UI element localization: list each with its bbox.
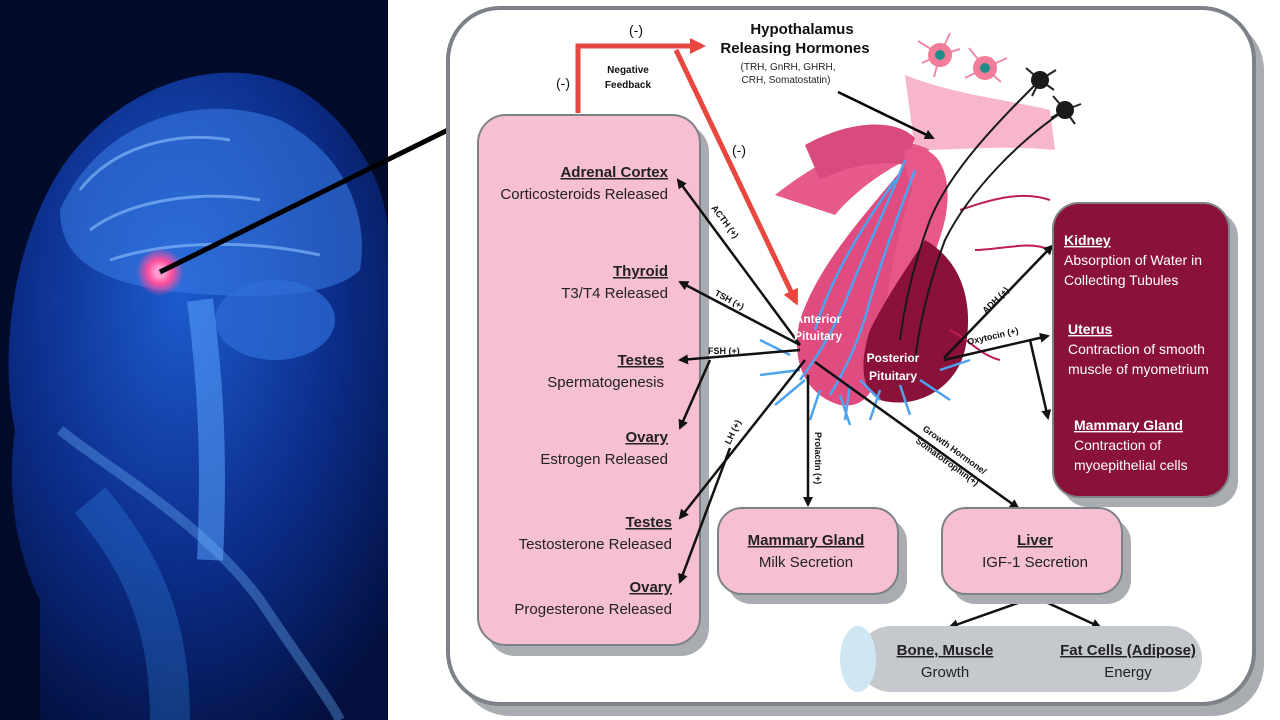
anterior-label-2: Pituitary	[794, 329, 842, 343]
fsh-arrow-ovary	[678, 359, 712, 430]
fat-desc: Energy	[1104, 664, 1152, 681]
target-title-ovary-2: Ovary	[629, 579, 672, 596]
lh-arrow-ovary	[678, 447, 732, 584]
feedback-minus-right: (-)	[732, 142, 746, 158]
growth-cylinder: Bone, Muscle Growth Fat Cells (Adipose) …	[840, 626, 1202, 692]
target-desc-ovary-2: Progesterone Released	[514, 601, 672, 618]
liver-box: Liver IGF-1 Secretion	[941, 507, 1131, 604]
target-desc-testes-2: Testosterone Released	[519, 536, 672, 553]
fsh-label: FSH (+)	[708, 346, 740, 356]
hypothalamus-label: Hypothalamus Releasing Hormones (TRH, Gn…	[720, 21, 869, 86]
posterior-label-2: Pituitary	[869, 369, 917, 383]
target-title-testes-2: Testes	[626, 514, 672, 531]
head-illustration	[0, 0, 454, 720]
cylinder-cap	[840, 626, 876, 692]
adh-arrow	[943, 244, 1054, 359]
target-desc-testes-1: Spermatogenesis	[547, 374, 664, 391]
pituitary-labels: Anterior Pituitary Posterior Pituitary	[794, 312, 920, 383]
mammary-box: Mammary Gland Milk Secretion	[717, 507, 907, 604]
target-title-thyroid: Thyroid	[613, 263, 668, 280]
anterior-pituitary-shape	[796, 165, 912, 406]
mammary-oxytocin-desc-1: Contraction of	[1074, 437, 1161, 453]
bone-desc: Growth	[921, 664, 969, 681]
fat-title: Fat Cells (Adipose)	[1060, 642, 1196, 659]
mammary-oxytocin-desc-2: myoepithelial cells	[1074, 457, 1188, 473]
gh-arrow	[814, 360, 1020, 510]
mammary-oxytocin-title: Mammary Gland	[1074, 417, 1183, 433]
pointer-line	[158, 125, 454, 275]
uterus-desc-1: Contraction of smooth	[1068, 341, 1205, 357]
target-desc-adrenal: Corticosteroids Released	[500, 186, 668, 203]
hormone-arrows	[676, 178, 1102, 630]
bone-title: Bone, Muscle	[897, 642, 994, 659]
mammary-desc: Milk Secretion	[759, 554, 853, 571]
negative-feedback-arrows: (-) (-) (-) Negative Feedback	[556, 22, 799, 306]
target-title-testes-1: Testes	[618, 352, 664, 369]
acth-arrow	[676, 178, 802, 346]
feedback-minus-top: (-)	[629, 22, 643, 38]
prolactin-label: Prolactin (+)	[813, 432, 823, 484]
tsh-arrow	[678, 280, 801, 347]
cerebellum	[215, 280, 335, 360]
target-desc-thyroid: T3/T4 Released	[561, 285, 668, 302]
feedback-label-1: Negative	[607, 65, 649, 76]
pituitary-illustration	[759, 32, 1082, 426]
hypothalamus-list-1: (TRH, GnRH, GHRH,	[741, 62, 836, 73]
kidney-desc-1: Absorption of Water in	[1064, 252, 1202, 268]
feedback-minus-left: (-)	[556, 75, 570, 91]
fsh-arrow-testes	[678, 348, 801, 365]
uterus-desc-2: muscle of myometrium	[1068, 361, 1209, 377]
hypothalamus-subtitle: Releasing Hormones	[720, 40, 869, 57]
posterior-label-1: Posterior	[867, 351, 920, 365]
hypothalamus-title: Hypothalamus	[750, 21, 853, 38]
liver-title: Liver	[1017, 532, 1053, 549]
lh-arrow-testes	[678, 359, 806, 520]
target-desc-ovary-1: Estrogen Released	[540, 451, 668, 468]
posterior-pituitary-shape	[863, 240, 969, 403]
mammary-title: Mammary Gland	[748, 532, 865, 549]
liver-desc: IGF-1 Secretion	[982, 554, 1088, 571]
anterior-label-1: Anterior	[795, 312, 842, 326]
feedback-label-2: Feedback	[605, 80, 652, 91]
oxytocin-arrow-mammary	[1028, 339, 1052, 420]
target-title-adrenal: Adrenal Cortex	[560, 164, 668, 181]
posterior-targets-box: Kidney Absorption of Water in Collecting…	[1052, 202, 1238, 507]
kidney-title: Kidney	[1064, 232, 1111, 248]
target-title-ovary-1: Ovary	[625, 429, 668, 446]
brainstem	[187, 298, 225, 561]
uterus-title: Uterus	[1068, 321, 1113, 337]
anterior-targets-box: Adrenal Cortex Corticosteroids Released …	[477, 114, 709, 656]
kidney-desc-2: Collecting Tubules	[1064, 272, 1178, 288]
hypothalamus-list-2: CRH, Somatostatin)	[742, 75, 831, 86]
